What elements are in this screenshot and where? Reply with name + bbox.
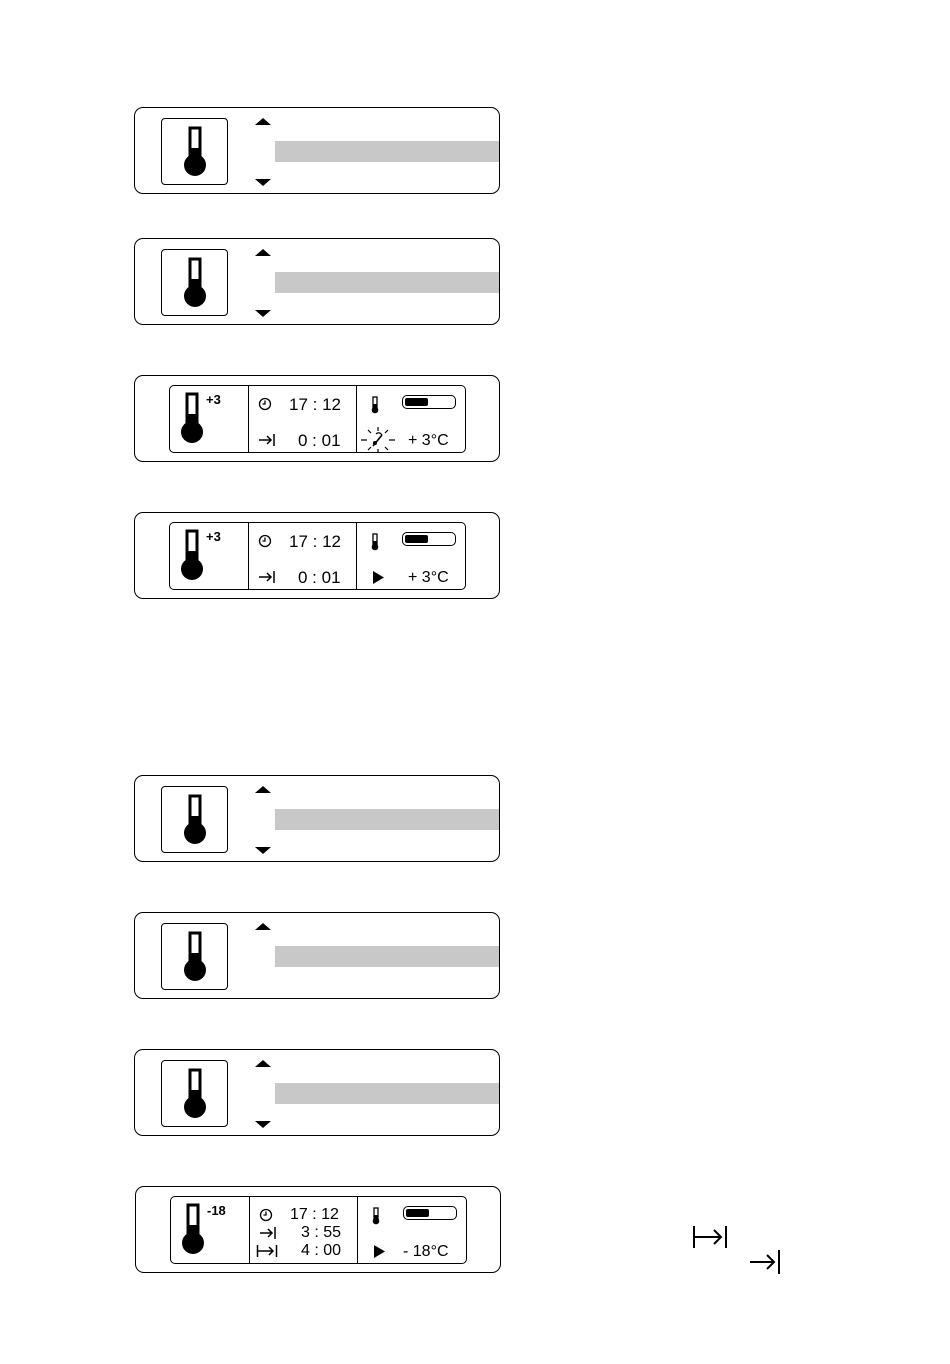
scroll-up-icon[interactable]: [255, 118, 271, 125]
clock-icon: [258, 534, 272, 548]
menu-selection-bar[interactable]: [275, 272, 499, 293]
temperature-value: + 3°C: [408, 570, 449, 586]
status-panel-freezer: -18 17 : 12 3 : 55 4 : 00 - 18°C: [135, 1186, 501, 1273]
status-panel-cooling: +3 17 : 12 0 : 01 + 3°C: [134, 375, 500, 462]
scroll-up-icon[interactable]: [255, 249, 271, 256]
elapsed-value: 0 : 01: [298, 432, 341, 449]
scroll-down-icon[interactable]: [255, 179, 271, 186]
bar-arrow-bar-icon: [256, 1244, 278, 1258]
status-display: -18 17 : 12 3 : 55 4 : 00 - 18°C: [170, 1196, 467, 1264]
play-icon: [374, 1245, 385, 1258]
temperature-gauge: [403, 1206, 457, 1220]
temperature-gauge: [402, 532, 456, 546]
thermometer-small-icon: [370, 396, 380, 414]
scroll-down-icon[interactable]: [255, 1121, 271, 1128]
menu-panel-5: [134, 1049, 500, 1136]
status-panel-running: +3 17 : 12 0 : 01 + 3°C: [134, 512, 500, 599]
bar-arrow-bar-icon: [692, 1225, 728, 1249]
clock-value: 17 : 12: [289, 533, 341, 550]
total-time-value: 4 : 00: [301, 1243, 341, 1259]
thermometer-icon: [179, 1203, 209, 1258]
elapsed-value: 3 : 55: [301, 1225, 341, 1241]
scroll-up-icon[interactable]: [255, 786, 271, 793]
menu-selection-bar[interactable]: [275, 946, 499, 967]
gauge-fill: [405, 398, 428, 406]
scroll-down-icon[interactable]: [255, 310, 271, 317]
gauge-fill: [405, 535, 428, 543]
menu-panel-1: [134, 107, 500, 194]
menu-selection-bar[interactable]: [275, 141, 499, 162]
thermometer-icon: [161, 923, 228, 990]
menu-panel-3: [134, 775, 500, 862]
scroll-up-icon[interactable]: [255, 923, 271, 930]
elapsed-value: 0 : 01: [298, 569, 341, 586]
temperature-value: - 18°C: [403, 1244, 449, 1260]
clock-value: 17 : 12: [289, 396, 341, 413]
menu-selection-bar[interactable]: [275, 809, 499, 830]
menu-panel-2: [134, 238, 500, 325]
menu-selection-bar[interactable]: [275, 1083, 499, 1104]
scroll-up-icon[interactable]: [255, 1060, 271, 1067]
arrow-to-bar-icon: [258, 570, 276, 584]
setpoint-value: +3: [206, 529, 221, 544]
arrow-to-bar-icon: [258, 433, 276, 447]
thermometer-icon: [161, 1060, 228, 1127]
status-display: +3 17 : 12 0 : 01 + 3°C: [169, 385, 466, 453]
clock-icon: [258, 397, 272, 411]
arrow-to-bar-icon: [749, 1249, 781, 1275]
clock-value: 17 : 12: [290, 1207, 339, 1223]
thermometer-small-icon: [371, 1207, 381, 1225]
thermometer-small-icon: [370, 533, 380, 551]
setpoint-value: +3: [206, 392, 221, 407]
status-display: +3 17 : 12 0 : 01 + 3°C: [169, 522, 466, 590]
thermometer-icon: [178, 392, 208, 447]
thermometer-icon: [178, 529, 208, 584]
setpoint-value: -18: [207, 1203, 226, 1218]
scroll-down-icon[interactable]: [255, 847, 271, 854]
sun-needle-icon: [360, 426, 396, 454]
play-icon: [373, 571, 384, 584]
arrow-to-bar-icon: [259, 1226, 277, 1240]
thermometer-icon: [161, 249, 228, 316]
gauge-fill: [406, 1209, 429, 1217]
thermometer-icon: [161, 118, 228, 185]
clock-icon: [259, 1208, 273, 1222]
temperature-value: + 3°C: [408, 433, 449, 449]
thermometer-icon: [161, 786, 228, 853]
temperature-gauge: [402, 395, 456, 409]
menu-panel-4: [134, 912, 500, 999]
